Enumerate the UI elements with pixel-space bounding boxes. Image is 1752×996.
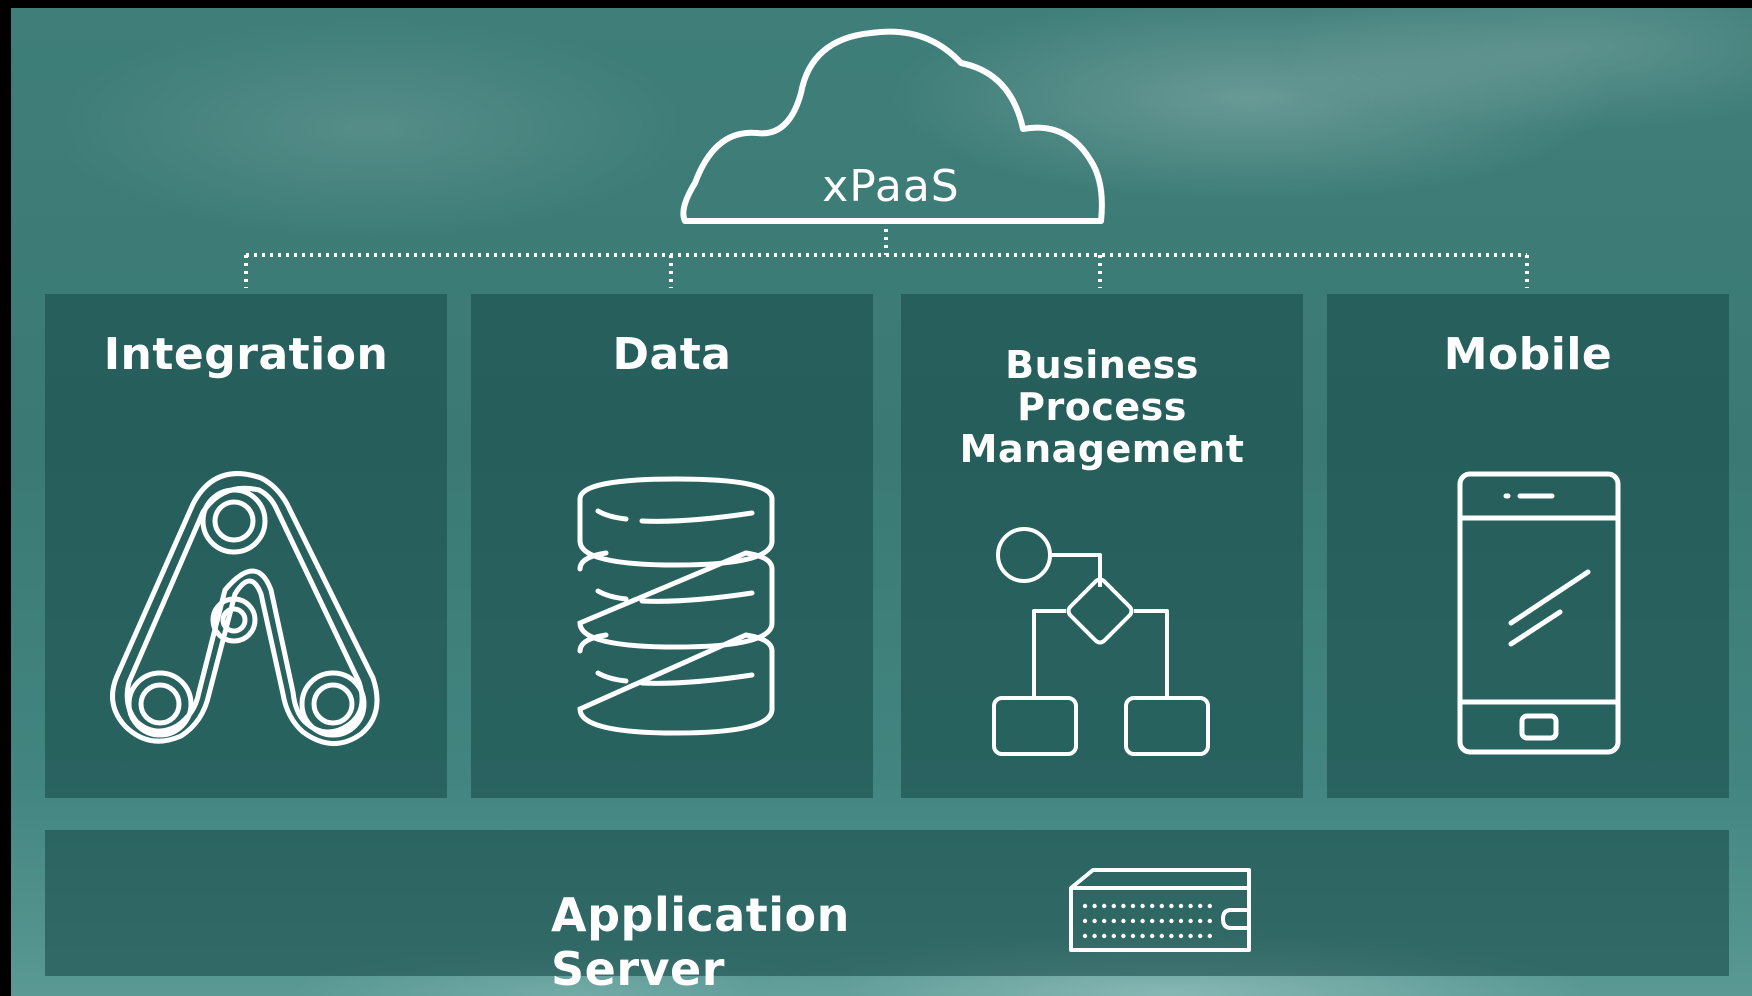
vent-dot [1188, 918, 1193, 924]
server-rack-icon [1069, 868, 1251, 952]
vent-dot [1198, 903, 1203, 909]
vent-dot [1150, 903, 1155, 909]
vent-dot [1169, 903, 1174, 909]
cloud-label-wrap: xPaaS [671, 33, 1111, 233]
vent-dot [1159, 933, 1164, 939]
pulley-belt-icon [110, 471, 380, 746]
cloud-icon [680, 28, 1105, 224]
vent-dot [1111, 933, 1116, 939]
vent-dot [1121, 918, 1126, 924]
vent-dot [1140, 903, 1145, 909]
vent-dot [1178, 918, 1184, 924]
vent-dot [1121, 903, 1126, 909]
panel-title: Business Process Management [901, 344, 1303, 470]
panel-title: Mobile [1443, 329, 1613, 380]
vent-dot [1169, 918, 1174, 924]
vent-dot [1102, 918, 1107, 924]
vent-dot [1140, 918, 1145, 924]
vent-dot [1207, 918, 1212, 924]
vent-dot [1082, 918, 1088, 924]
vent-dot [1207, 903, 1212, 909]
vent-dot [1178, 933, 1184, 939]
platform-label: xPaaS [822, 161, 960, 212]
vent-dot [1188, 903, 1193, 909]
smartphone-icon [1457, 471, 1621, 755]
vent-dot [1207, 933, 1212, 939]
vent-dot [1140, 933, 1145, 939]
panel-title: Data [612, 329, 732, 380]
vent-dot [1159, 903, 1164, 909]
vent-dot [1159, 918, 1164, 924]
title-line: Process [1017, 385, 1187, 429]
vent-dot [1121, 933, 1126, 939]
panel-title: Integration [103, 329, 389, 380]
vent-dot [1102, 933, 1107, 939]
database-icon [577, 476, 775, 736]
title-line: Business [1005, 343, 1199, 387]
flowchart-icon [992, 527, 1210, 756]
vent-dot [1082, 903, 1088, 909]
vent-dot [1092, 918, 1097, 924]
service-panel-bpm: Business Process Management [901, 294, 1303, 798]
service-panel-integration: Integration [45, 294, 447, 798]
vent-dot [1082, 933, 1088, 939]
vent-dot [1130, 918, 1136, 924]
vent-dot [1092, 933, 1097, 939]
foundation-panel [45, 830, 1729, 976]
vent-dot [1092, 903, 1097, 909]
vent-dot [1198, 918, 1203, 924]
vent-dot [1178, 903, 1184, 909]
vent-dot [1111, 903, 1116, 909]
vent-dot [1169, 933, 1174, 939]
service-panel-data: Data [471, 294, 873, 798]
diagram-canvas: xPaaS Integration [11, 8, 1752, 996]
vent-dot [1150, 933, 1155, 939]
vent-dot [1188, 933, 1193, 939]
vent-dot [1111, 918, 1116, 924]
foundation-title: Application Server [551, 888, 850, 996]
vent-dot [1130, 933, 1136, 939]
vent-dot [1102, 903, 1107, 909]
title-line: Management [959, 427, 1245, 471]
vent-dot [1150, 918, 1155, 924]
dotted-connector [244, 221, 1529, 288]
vent-dot [1198, 933, 1203, 939]
vent-dot [1130, 903, 1136, 909]
